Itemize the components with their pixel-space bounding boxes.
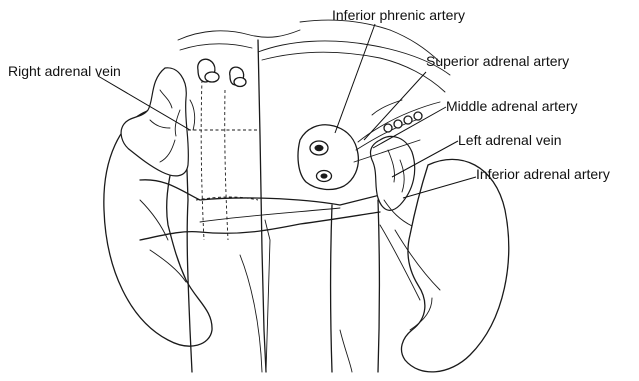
- inferior-vena-cava: [185, 40, 266, 372]
- right-adrenal-gland: [121, 68, 195, 176]
- label-middle-adrenal-artery: Middle adrenal artery: [446, 98, 578, 114]
- diaphragm-tissue: [178, 20, 450, 92]
- leader-inferior-phrenic-artery: [335, 24, 375, 133]
- left-kidney: [401, 159, 508, 372]
- label-inferior-adrenal-artery: Inferior adrenal artery: [476, 166, 610, 182]
- esophagus-openings: [198, 59, 246, 86]
- aorta: [331, 200, 380, 372]
- left-adrenal-gland: [370, 136, 414, 210]
- label-superior-adrenal-artery: Superior adrenal artery: [426, 53, 569, 69]
- leader-superior-adrenal-artery: [364, 72, 426, 140]
- label-right-adrenal-vein: Right adrenal vein: [8, 63, 121, 79]
- label-left-adrenal-vein: Left adrenal vein: [458, 132, 562, 148]
- label-inferior-phrenic-artery: Inferior phrenic artery: [332, 7, 465, 23]
